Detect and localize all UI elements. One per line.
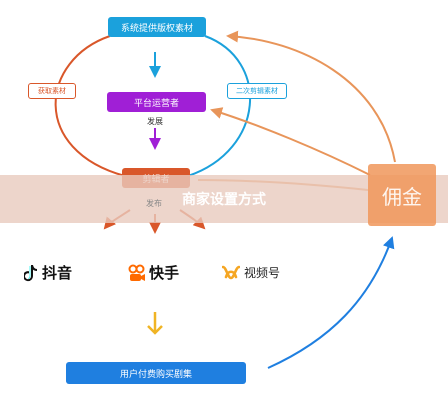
platform-shipinhao: 视频号 [221,264,281,281]
supplier-node: 系统提供版权素材 [108,17,206,37]
commission-node: 佣金 [368,164,436,226]
publish-label: 发布 [146,199,162,208]
develop-label: 发展 [147,117,163,126]
platform-label: 快手 [149,264,180,282]
platform-kuaishou: 快手 [128,262,179,283]
arrow-buyers-commission [267,236,395,369]
shipinhao-icon [221,265,241,281]
cycle-right-arc [187,35,251,177]
platform-label: 视频号 [244,266,281,280]
platform-label: 抖音 [42,264,73,282]
buyers-node: 用户付费购买剧集 [66,362,246,384]
arrow-commission-operator [210,107,371,176]
cycle-left-arc [54,35,126,177]
kuaishou-icon [128,264,146,282]
operator-node: 平台运营者 [107,92,206,112]
arrow-commission-top [226,30,396,163]
douyin-icon [23,264,38,282]
platform-douyin: 抖音 [23,262,73,283]
banner-title: 商家设置方式 [182,192,266,208]
obtain-tag: 获取素材 [28,83,76,99]
secondary-edit-tag: 二次剪辑素材 [227,83,287,99]
